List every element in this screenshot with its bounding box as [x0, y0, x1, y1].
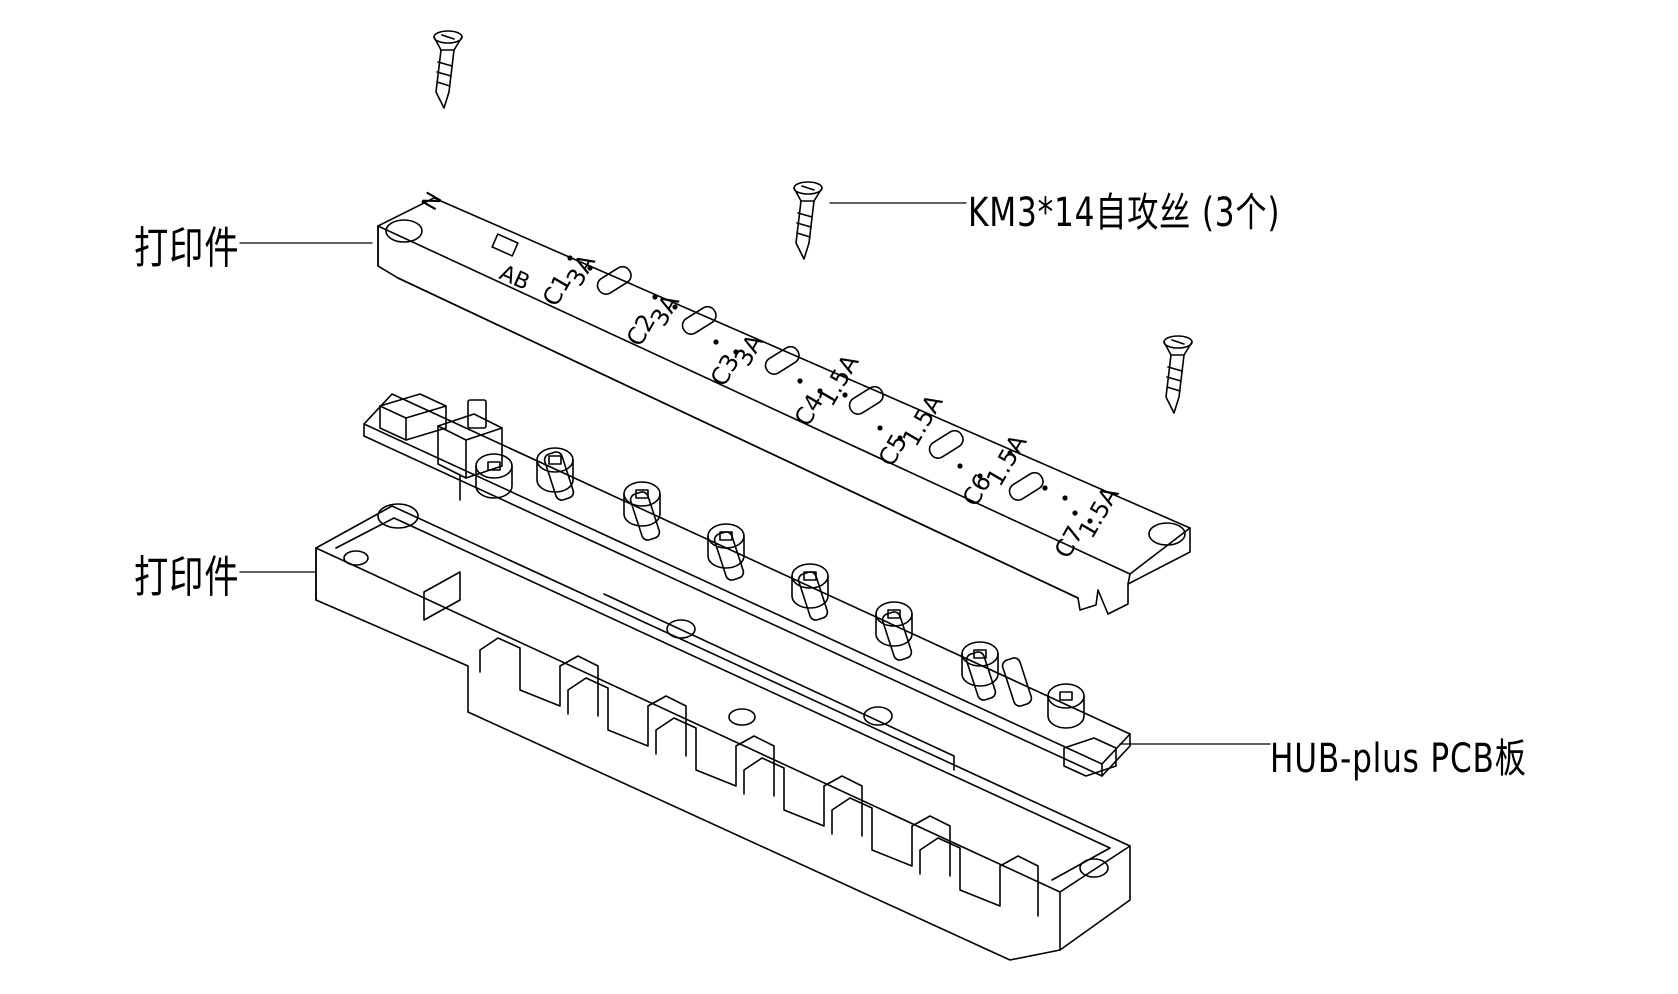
screw-3	[1163, 335, 1193, 414]
top-printed-lid	[377, 197, 1191, 615]
bottom-printed-base	[315, 503, 1131, 961]
label-bottom-printed-part: 打印件	[134, 552, 240, 603]
base-cable-cradles	[479, 637, 1039, 917]
label-screws: KM3*14自攻丝 (3个)	[968, 190, 1281, 236]
pcb-usb-c-ports	[543, 451, 1033, 707]
lid-corner-mark: N	[418, 188, 448, 215]
label-top-printed-part: 打印件	[134, 223, 240, 274]
hub-plus-pcb	[363, 393, 1131, 777]
screw-2	[793, 181, 823, 260]
leader-lines	[239, 202, 1271, 745]
lid-logo-mark: AB	[496, 261, 534, 296]
lid-port-slots	[596, 265, 1044, 501]
screw-1	[433, 30, 463, 109]
lid-vent-dots	[567, 255, 1093, 524]
label-pcb: HUB-plus PCB板	[1270, 736, 1527, 782]
